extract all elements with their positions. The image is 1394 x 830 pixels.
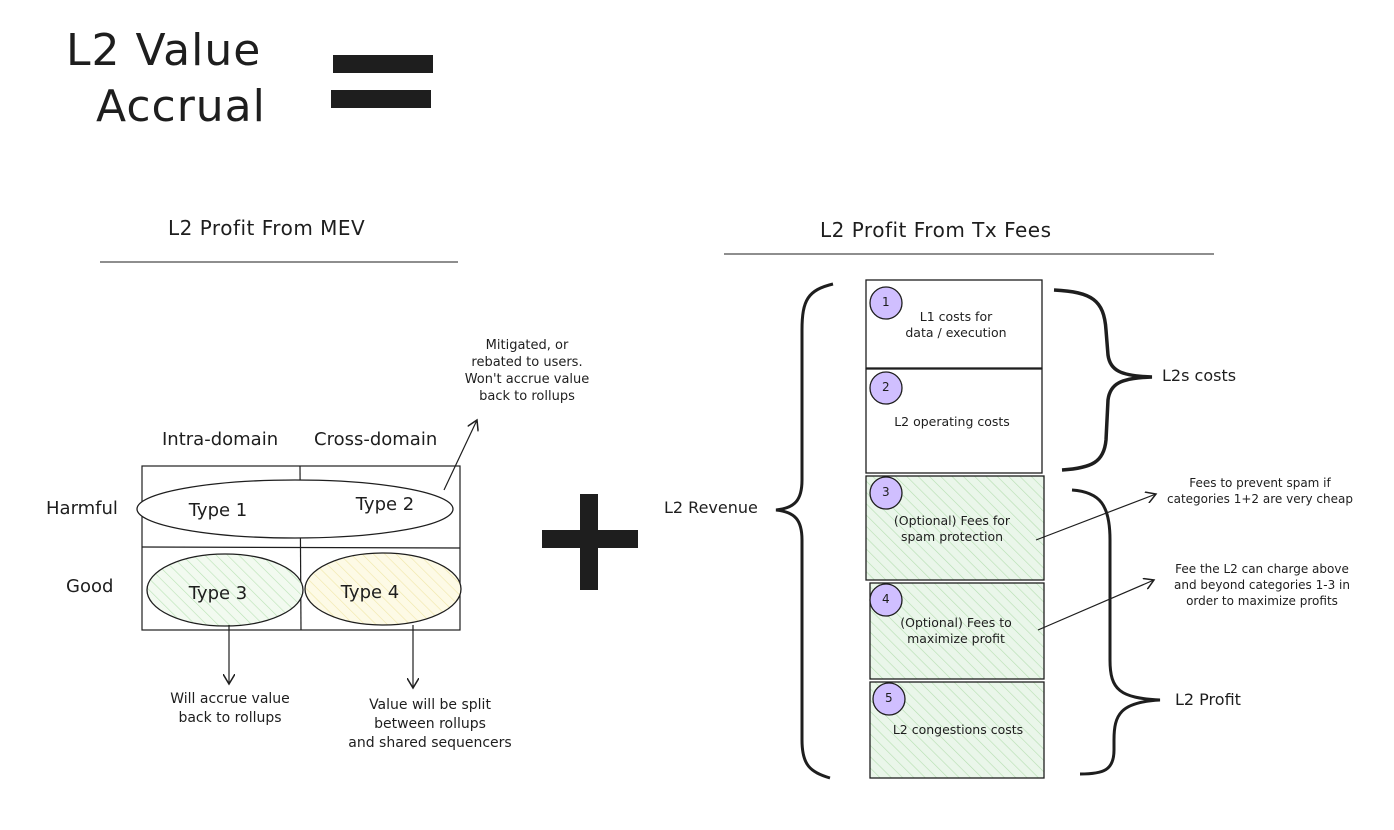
number-circle-4 — [869, 583, 903, 617]
spam-note: Fees to prevent spam if categories 1+2 a… — [1160, 475, 1360, 507]
cell-type1: Type 1 — [188, 500, 248, 521]
box-text-1: L1 costs for data / execution — [876, 309, 1036, 341]
max-note-line: order to maximize profits — [1186, 594, 1338, 608]
harmful-note-line: back to rollups — [479, 389, 575, 404]
number-circle-5 — [872, 682, 906, 716]
plus-sign-horizontal — [542, 530, 638, 548]
costs-label: L2s costs — [1162, 366, 1237, 385]
type4-note-line: and shared sequencers — [348, 735, 512, 751]
revenue-label: L2 Revenue — [664, 498, 758, 517]
number-circle-3 — [869, 476, 903, 510]
box-number-5: 5 — [885, 691, 893, 705]
box-number-1: 1 — [882, 295, 890, 309]
box-text-line: (Optional) Fees to — [900, 615, 1012, 630]
cell-type4: Type 4 — [340, 582, 400, 603]
type3-note-line: Will accrue value — [170, 691, 290, 707]
max-profit-note: Fee the L2 can charge above and beyond c… — [1162, 561, 1362, 609]
box-text-4: (Optional) Fees to maximize profit — [876, 615, 1036, 647]
type1-2-ellipse — [136, 479, 454, 539]
box-text-line: L2 operating costs — [894, 414, 1010, 429]
equals-sign-top — [333, 55, 433, 73]
box-text-line: spam protection — [900, 529, 1004, 544]
type3-note-line: back to rollups — [178, 710, 282, 726]
harmful-note-line: rebated to users. — [471, 355, 583, 370]
box-number-3: 3 — [882, 485, 890, 499]
col-header-intra: Intra-domain — [162, 429, 279, 450]
col-header-cross: Cross-domain — [314, 429, 438, 450]
box-number-4: 4 — [882, 592, 890, 606]
box-text-line: (Optional) Fees for — [893, 513, 1011, 528]
type4-note-line: Value will be split — [369, 697, 491, 713]
box-text-line: L2 congestions costs — [892, 722, 1024, 737]
harmful-note-line: Won't accrue value — [464, 372, 590, 387]
row-header-good: Good — [66, 576, 114, 597]
spam-note-arrow — [1035, 494, 1156, 541]
cell-type2: Type 2 — [355, 494, 415, 515]
harmful-note-line: Mitigated, or — [485, 338, 569, 353]
harmful-note: Mitigated, or rebated to users. Won't ac… — [452, 337, 602, 405]
spam-note-line: categories 1+2 are very cheap — [1167, 492, 1353, 506]
type4-note: Value will be split between rollups and … — [330, 696, 530, 753]
number-circle-1 — [869, 286, 903, 320]
cell-type3: Type 3 — [188, 583, 248, 604]
box-text-line: data / execution — [905, 325, 1007, 340]
box-text-2: L2 operating costs — [872, 414, 1032, 430]
fees-heading: L2 Profit From Tx Fees — [820, 218, 1052, 242]
number-circle-2 — [869, 371, 903, 405]
type3-ellipse — [146, 553, 304, 627]
max-note-line: Fee the L2 can charge above — [1175, 562, 1349, 576]
title-line-1: L2 Value — [66, 25, 262, 76]
type4-ellipse — [304, 552, 462, 626]
revenue-brace — [775, 282, 834, 780]
equals-sign-bottom — [331, 90, 431, 108]
title-line-2: Accrual — [96, 81, 266, 132]
box-text-5: L2 congestions costs — [876, 722, 1040, 738]
max-note-arrow — [1037, 580, 1154, 631]
box-number-2: 2 — [882, 380, 890, 394]
profit-brace — [1071, 488, 1161, 776]
spam-note-line: Fees to prevent spam if — [1189, 476, 1331, 490]
box-text-line: L1 costs for — [919, 309, 993, 324]
type3-note: Will accrue value back to rollups — [150, 690, 310, 728]
costs-brace — [1053, 288, 1153, 472]
box-text-3: (Optional) Fees for spam protection — [872, 513, 1032, 545]
mev-heading: L2 Profit From MEV — [168, 216, 366, 240]
box-text-line: maximize profit — [907, 631, 1005, 646]
row-header-harmful: Harmful — [46, 498, 118, 519]
type4-note-line: between rollups — [374, 716, 486, 732]
max-note-line: and beyond categories 1-3 in — [1174, 578, 1350, 592]
harmful-note-arrow — [443, 420, 477, 491]
profit-label: L2 Profit — [1175, 690, 1241, 709]
